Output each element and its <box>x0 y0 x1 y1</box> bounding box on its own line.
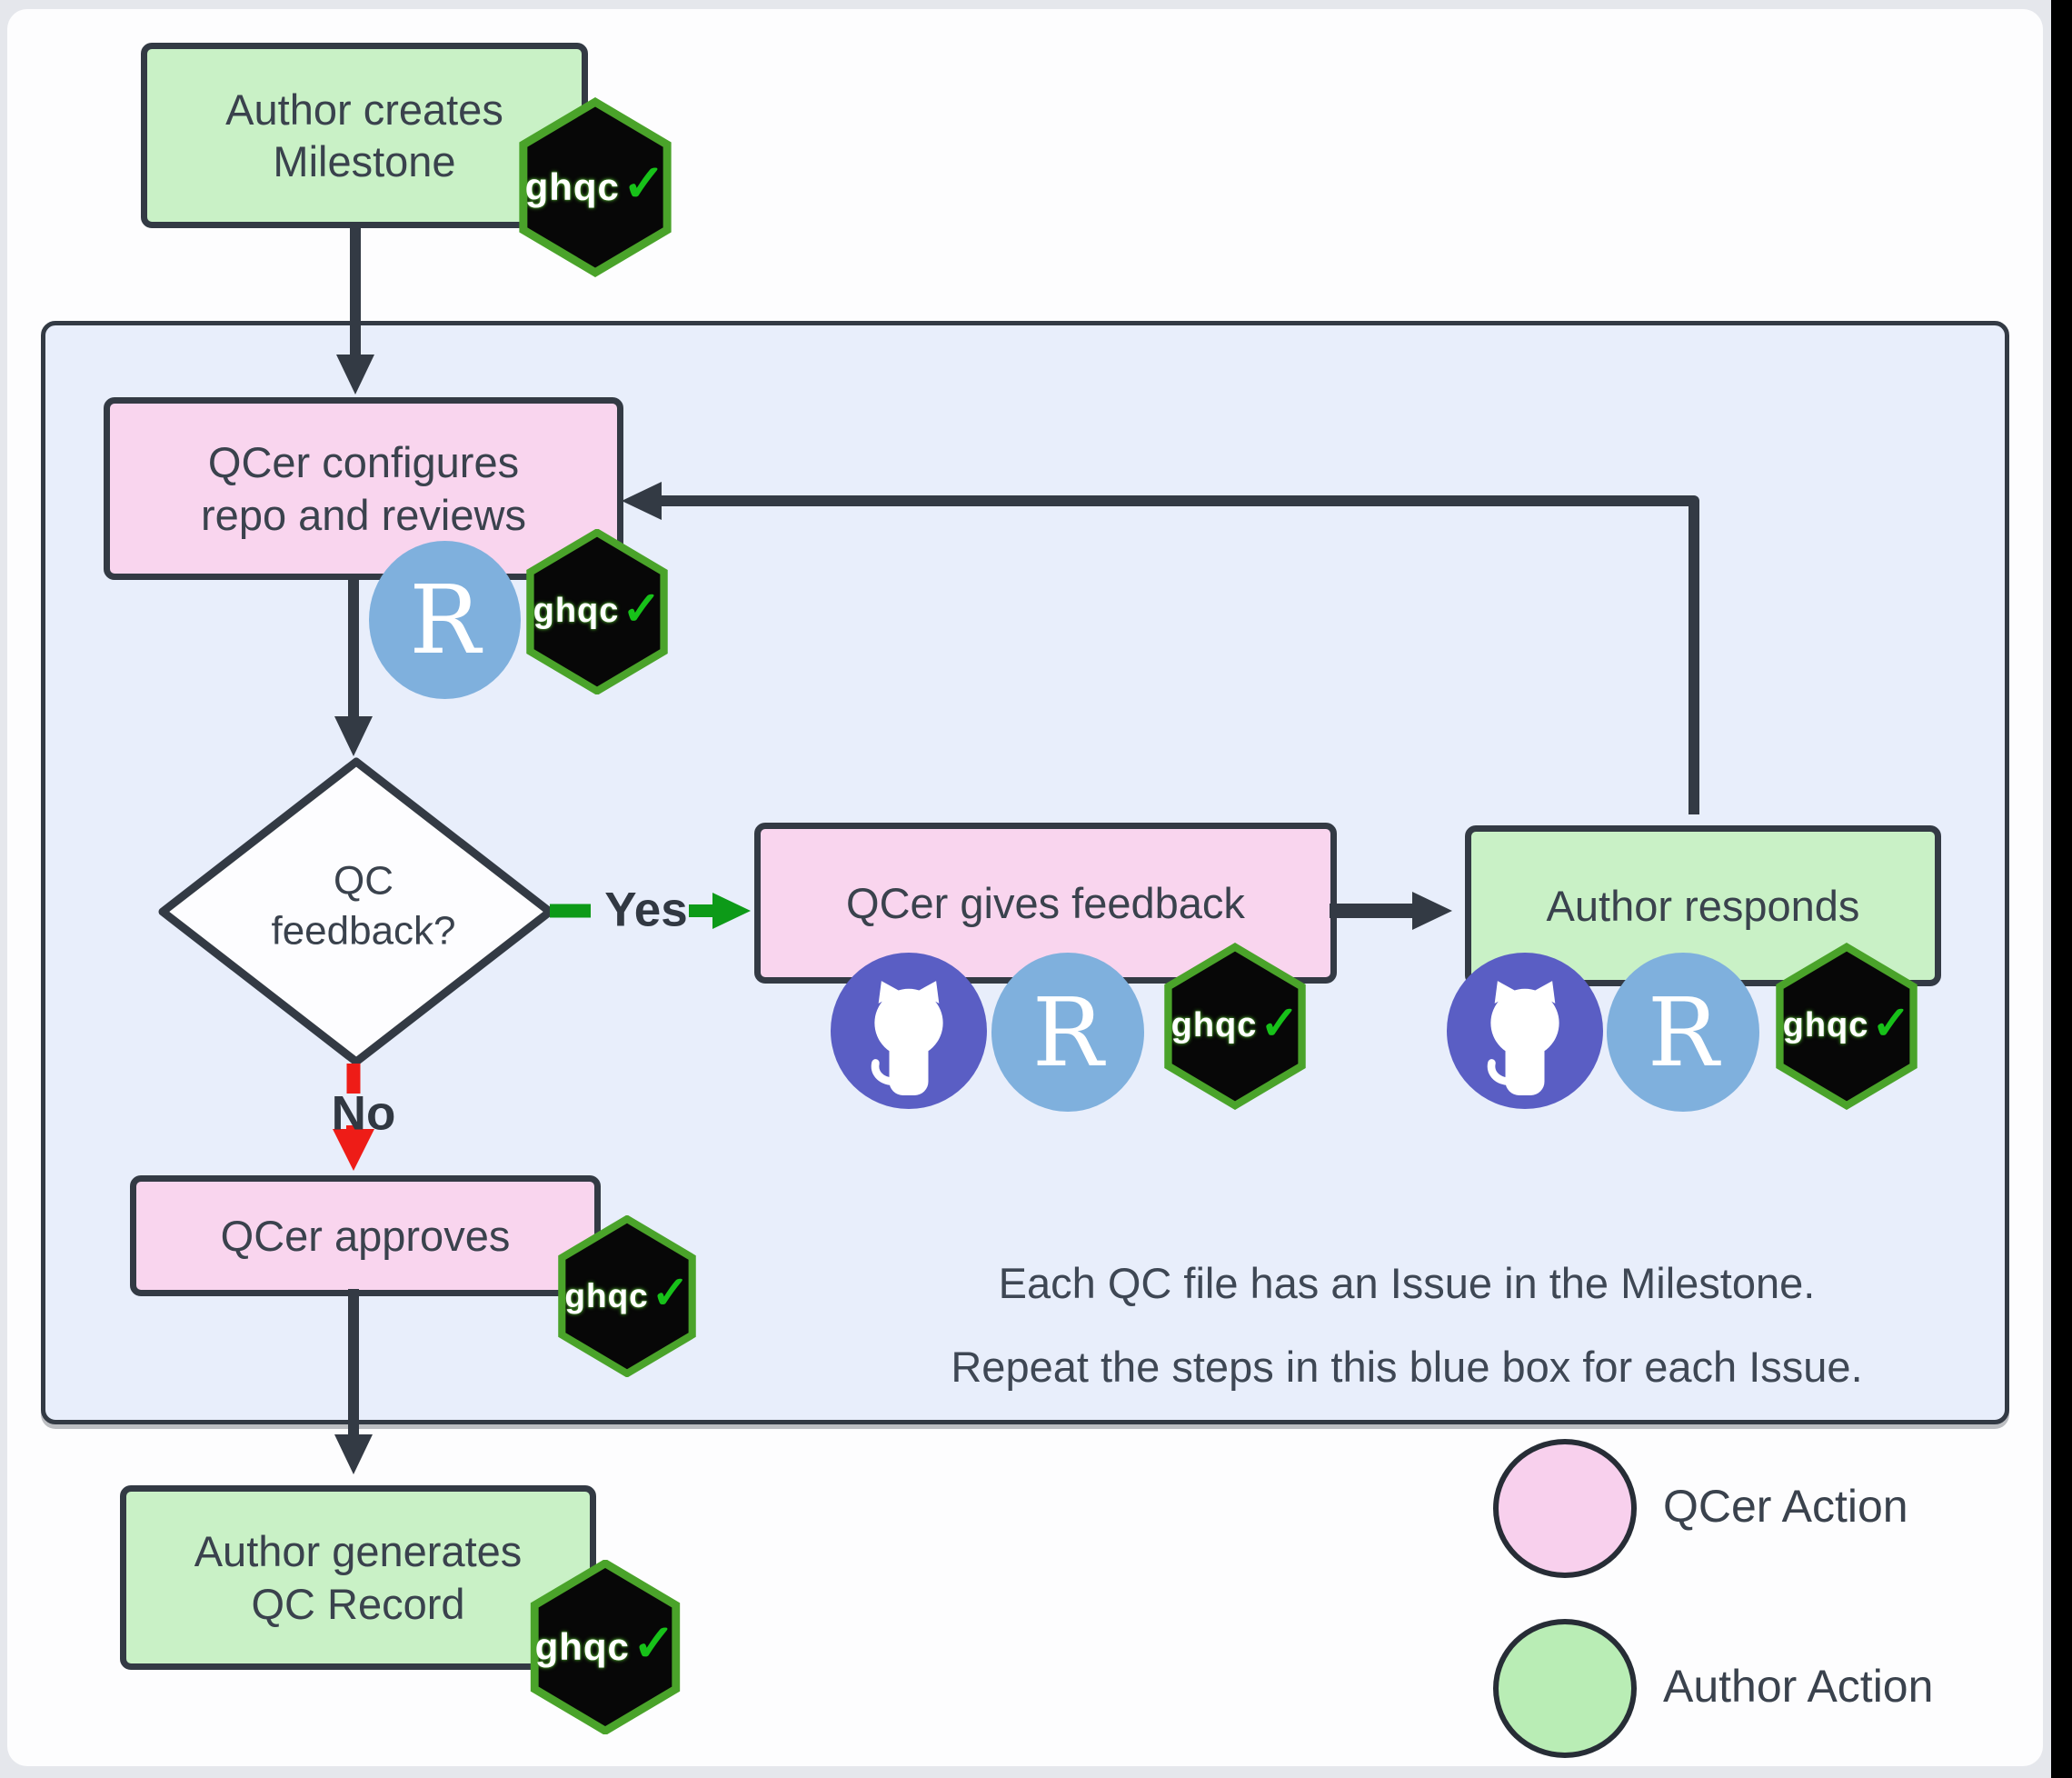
r-logo-icon: R <box>369 541 521 699</box>
legend-author-label: Author Action <box>1663 1661 1934 1712</box>
node-qc-feedback-decision: QC feedback? <box>271 855 455 955</box>
node-label: repo and reviews <box>201 490 526 539</box>
check-icon: ✓ <box>1260 997 1300 1050</box>
ghqc-label: ghqc <box>564 1276 649 1314</box>
node-author-generates-qc-record: Author generates QC Record <box>120 1485 596 1670</box>
ghqc-label: ghqc <box>1170 1006 1258 1045</box>
node-label: Author generates <box>194 1527 523 1576</box>
legend-qcer-dot <box>1493 1439 1637 1578</box>
node-author-creates-milestone: Author creates Milestone <box>141 43 588 228</box>
ghqc-label: ghqc <box>533 592 620 631</box>
check-icon: ✓ <box>622 155 666 213</box>
loop-note-line2: Repeat the steps in this blue box for ea… <box>951 1342 1863 1391</box>
r-logo-icon: R <box>991 953 1144 1112</box>
ghqc-badge: ghqc✓ <box>1775 943 1918 1110</box>
check-icon: ✓ <box>622 583 662 635</box>
hexagon-icon <box>519 97 672 277</box>
r-letter: R <box>409 564 481 675</box>
legend-qcer-label: QCer Action <box>1663 1481 1908 1532</box>
r-letter: R <box>1031 976 1104 1088</box>
ghqc-label: ghqc <box>1782 1006 1869 1045</box>
node-qcer-approves: QCer approves <box>130 1175 601 1296</box>
ghqc-badge: ghqc✓ <box>518 97 672 277</box>
github-icon <box>1447 949 1603 1113</box>
ghqc-badge: ghqc✓ <box>1163 943 1307 1110</box>
r-logo-icon: R <box>1607 953 1759 1112</box>
node-label: Author creates <box>225 85 503 134</box>
ghqc-badge: ghqc✓ <box>525 529 669 694</box>
node-label: Author responds <box>1546 881 1860 930</box>
ghqc-label: ghqc <box>534 1624 630 1668</box>
loop-note-line1: Each QC file has an Issue in the Milesto… <box>998 1259 1816 1307</box>
node-label: QCer approves <box>220 1211 511 1260</box>
edge-label-no: No <box>331 1086 396 1141</box>
node-label: QCer configures <box>207 438 520 487</box>
hexagon-icon <box>1776 943 1918 1110</box>
check-icon: ✓ <box>651 1267 690 1319</box>
ghqc-label: ghqc <box>524 165 620 208</box>
ghqc-badge: ghqc✓ <box>529 1560 682 1734</box>
hexagon-icon <box>530 1560 681 1734</box>
diagram-canvas: Author creates Milestone QCer configures… <box>7 9 2043 1766</box>
loop-note: Each QC file has an Issue in the Milesto… <box>784 1242 2029 1408</box>
decision-label: QC <box>334 858 393 904</box>
github-icon <box>831 949 987 1113</box>
check-icon: ✓ <box>1871 997 1911 1050</box>
node-label: QCer gives feedback <box>846 878 1245 927</box>
hexagon-icon <box>558 1215 696 1377</box>
legend-author-dot <box>1493 1619 1637 1758</box>
node-label: Milestone <box>273 137 456 185</box>
edge-label-yes: Yes <box>604 883 688 937</box>
decision-label: feedback? <box>271 908 456 954</box>
check-icon: ✓ <box>632 1614 676 1673</box>
node-label: QC Record <box>251 1579 465 1628</box>
hexagon-icon <box>1164 943 1306 1110</box>
node-qcer-configures: QCer configures repo and reviews <box>104 397 623 580</box>
r-letter: R <box>1647 976 1719 1088</box>
ghqc-badge: ghqc✓ <box>557 1215 697 1377</box>
